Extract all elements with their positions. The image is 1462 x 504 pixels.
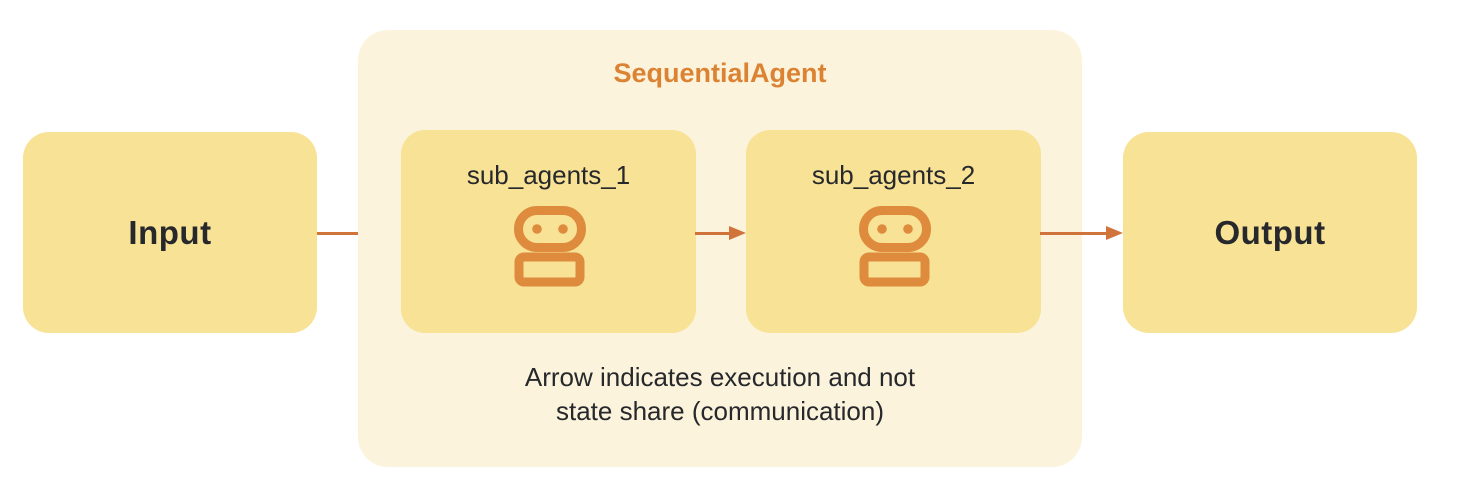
output-label: Output: [1214, 213, 1326, 251]
sub-agent-2-label: sub_agents_2: [811, 160, 976, 190]
sub-agent-1-label: sub_agents_1: [466, 160, 631, 190]
input-node: Input: [23, 132, 317, 333]
arrow-sub1-to-sub2: [695, 226, 746, 240]
arrow-right-icon: [729, 226, 746, 240]
sub-agent-2-node: sub_agents_2: [746, 130, 1041, 333]
arrow-sub2-to-output: [1040, 226, 1123, 240]
caption: Arrow indicates execution and not state …: [358, 360, 1082, 428]
output-node: Output: [1123, 132, 1417, 333]
sequential-agent-title: SequentialAgent: [613, 58, 827, 88]
robot-icon: [858, 206, 931, 287]
input-label: Input: [128, 213, 212, 251]
arrow-line: [1040, 231, 1106, 235]
arrow-line: [317, 231, 384, 235]
robot-icon: [513, 206, 586, 287]
caption-line-2: state share (communication): [555, 396, 885, 426]
caption-line-1: Arrow indicates execution and not: [524, 362, 916, 392]
arrow-right-icon: [1106, 226, 1123, 240]
arrow-line: [695, 231, 729, 235]
sequential-agent-container: SequentialAgent sub_agents_1 sub_agents_…: [358, 30, 1082, 467]
sub-agent-1-node: sub_agents_1: [401, 130, 696, 333]
